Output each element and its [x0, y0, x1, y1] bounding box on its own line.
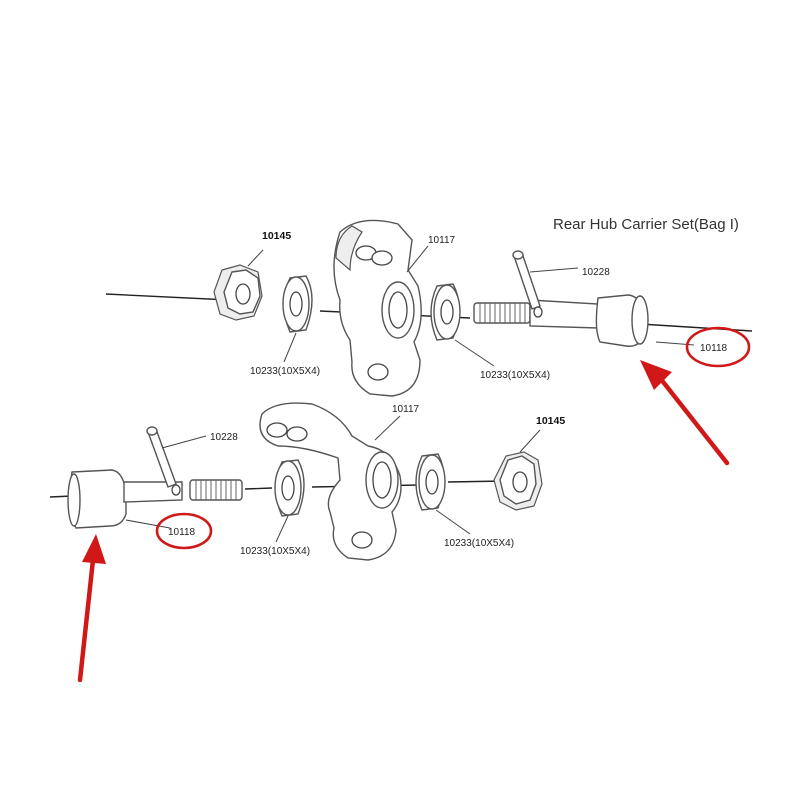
lower-hub-carrier-label: 10117 — [392, 404, 420, 415]
upper-axle — [473, 294, 695, 347]
lower-inner-bearing-label: 10233(10X5X4) — [240, 546, 310, 557]
upper-highlight-arrow — [640, 360, 730, 466]
lower-inner-bearing — [274, 459, 305, 543]
lower-assembly: 10118 10228 10233(10X5X4) — [49, 402, 565, 561]
lower-roll-pin — [146, 426, 207, 488]
upper-hex-hub — [213, 249, 264, 321]
upper-inner-bearing-label: 10233(10X5X4) — [250, 366, 320, 377]
lower-highlight-arrow — [77, 534, 106, 683]
upper-axle-label: 10118 — [700, 343, 728, 354]
lower-axle-label: 10118 — [168, 527, 196, 538]
lower-threaded-shaft — [189, 479, 243, 501]
upper-inner-bearing — [282, 275, 313, 363]
lower-axle-highlight — [155, 512, 213, 550]
lower-outer-bearing — [415, 453, 471, 535]
lower-axle — [67, 469, 183, 529]
upper-assembly: 10145 10233(10X5X4) 10117 10 — [105, 219, 753, 397]
lower-pin-label: 10228 — [210, 432, 238, 443]
upper-roll-pin — [512, 250, 579, 310]
lower-outer-bearing-label: 10233(10X5X4) — [444, 538, 514, 549]
lower-axis-mid1 — [244, 487, 273, 490]
upper-hub-carrier — [333, 219, 429, 397]
upper-pin-label: 10228 — [582, 267, 610, 278]
lower-hex-hub — [493, 429, 543, 511]
upper-hex-hub-label: 10145 — [262, 230, 291, 242]
lower-hub-carrier — [259, 402, 402, 561]
upper-axle-highlight — [685, 326, 751, 368]
upper-outer-bearing — [430, 283, 495, 367]
upper-hub-carrier-label: 10117 — [428, 235, 456, 246]
lower-hex-hub-label: 10145 — [536, 415, 565, 427]
upper-outer-bearing-label: 10233(10X5X4) — [480, 370, 550, 381]
diagram-title: Rear Hub Carrier Set(Bag I) — [553, 216, 739, 233]
